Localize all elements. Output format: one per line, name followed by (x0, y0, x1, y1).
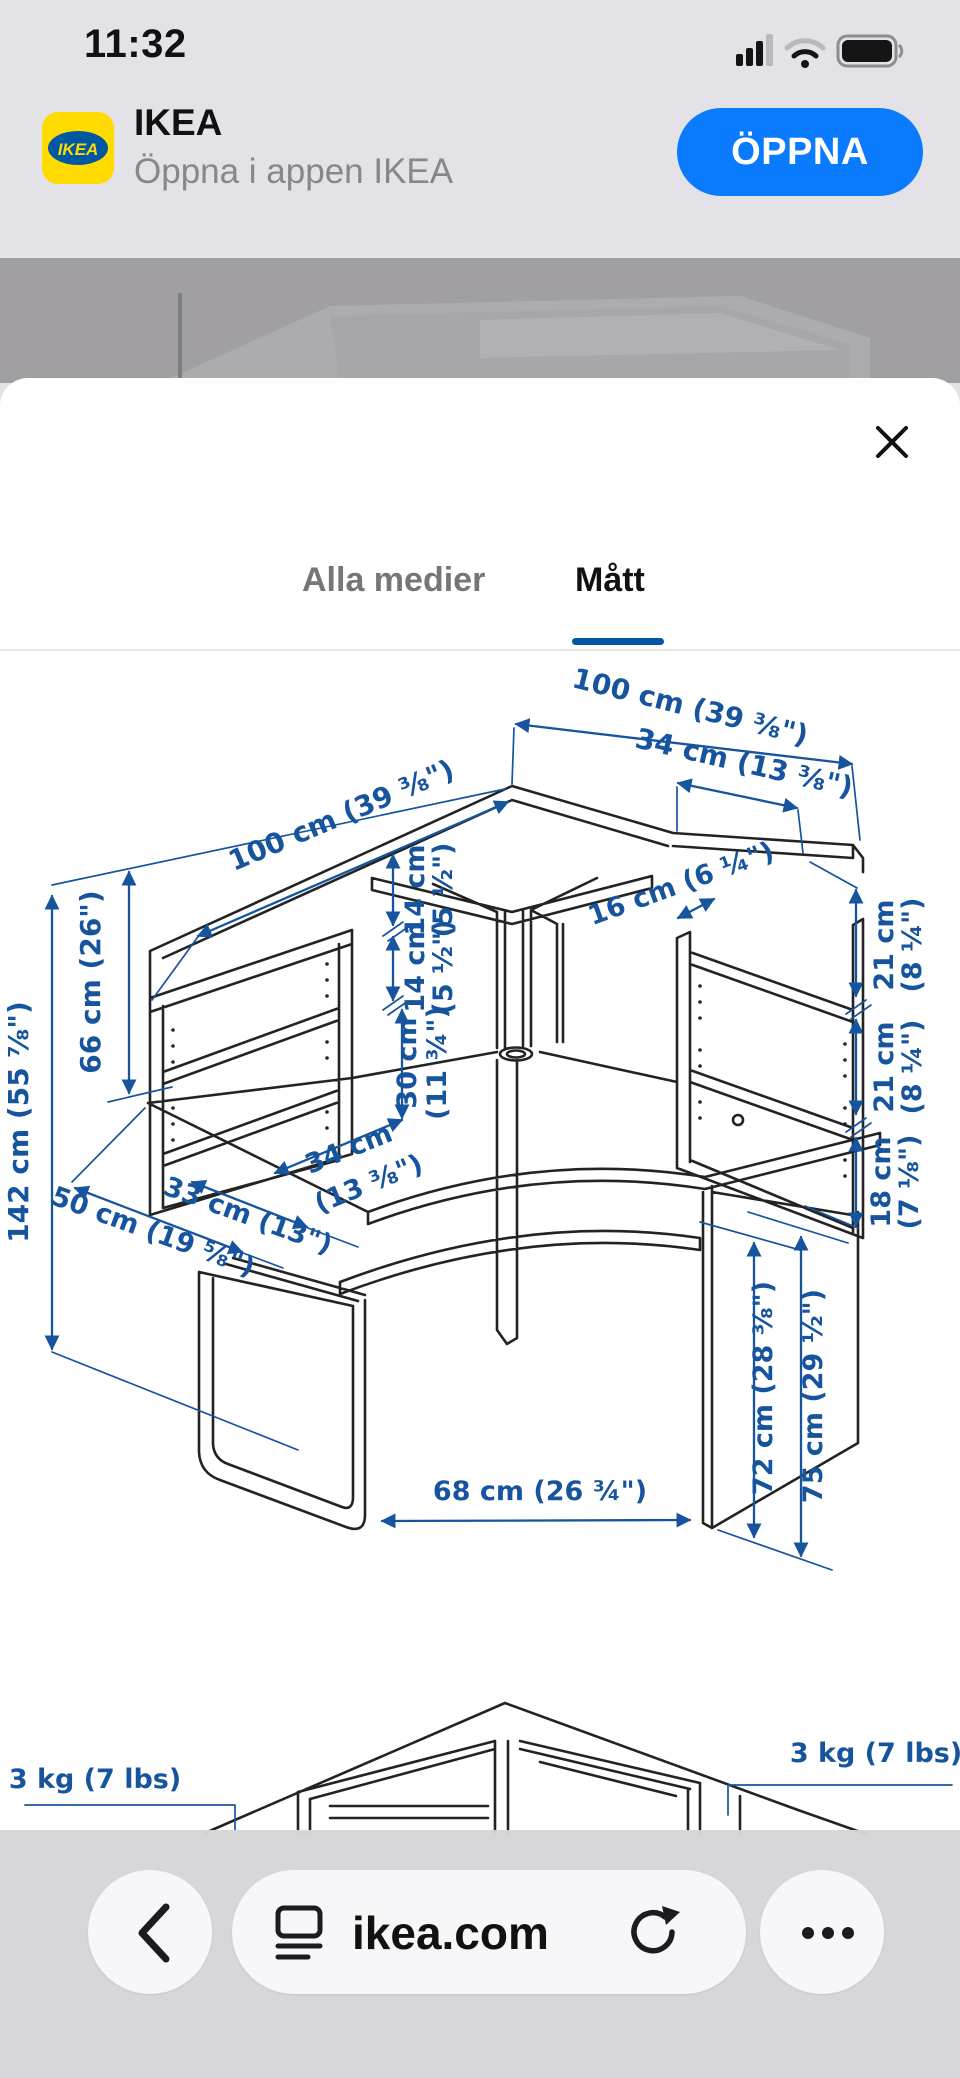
tab-divider (0, 649, 960, 651)
status-icons (736, 34, 904, 68)
clock: 11:32 (84, 22, 187, 66)
status-bar: 11:32 (0, 0, 960, 100)
app-name: IKEA (134, 102, 223, 143)
signal-icon (736, 34, 773, 66)
ikea-logo: IKEA (48, 131, 108, 165)
ikea-app-icon[interactable]: IKEA (42, 112, 114, 184)
tab-alla-medier[interactable]: Alla medier (302, 561, 486, 599)
tab-matt[interactable]: Mått (575, 561, 645, 599)
url-text: ikea.com (352, 1907, 549, 1959)
more-button[interactable] (760, 1870, 884, 1994)
chevron-left-icon (138, 1903, 170, 1963)
close-icon[interactable] (866, 416, 918, 468)
dimmed-product-image (0, 258, 960, 383)
media-modal: Alla medier Mått (0, 378, 960, 2078)
svg-text:IKEA: IKEA (58, 140, 99, 159)
back-button[interactable] (88, 1870, 212, 1994)
browser-toolbar: ikea.com (0, 1830, 960, 2078)
app-banner-subtitle: Öppna i appen IKEA (134, 152, 454, 191)
open-in-app-button[interactable]: ÖPPNA (677, 108, 923, 196)
ellipsis-icon (802, 1927, 854, 1939)
reader-icon (275, 1905, 323, 1960)
wifi-icon (784, 38, 826, 68)
address-bar[interactable]: ikea.com (232, 1870, 746, 1994)
battery-icon (836, 34, 904, 68)
active-tab-underline (572, 638, 664, 645)
reload-icon[interactable] (622, 1900, 686, 1964)
smart-app-banner: IKEA IKEA Öppna i appen IKEA ÖPPNA (0, 100, 960, 258)
